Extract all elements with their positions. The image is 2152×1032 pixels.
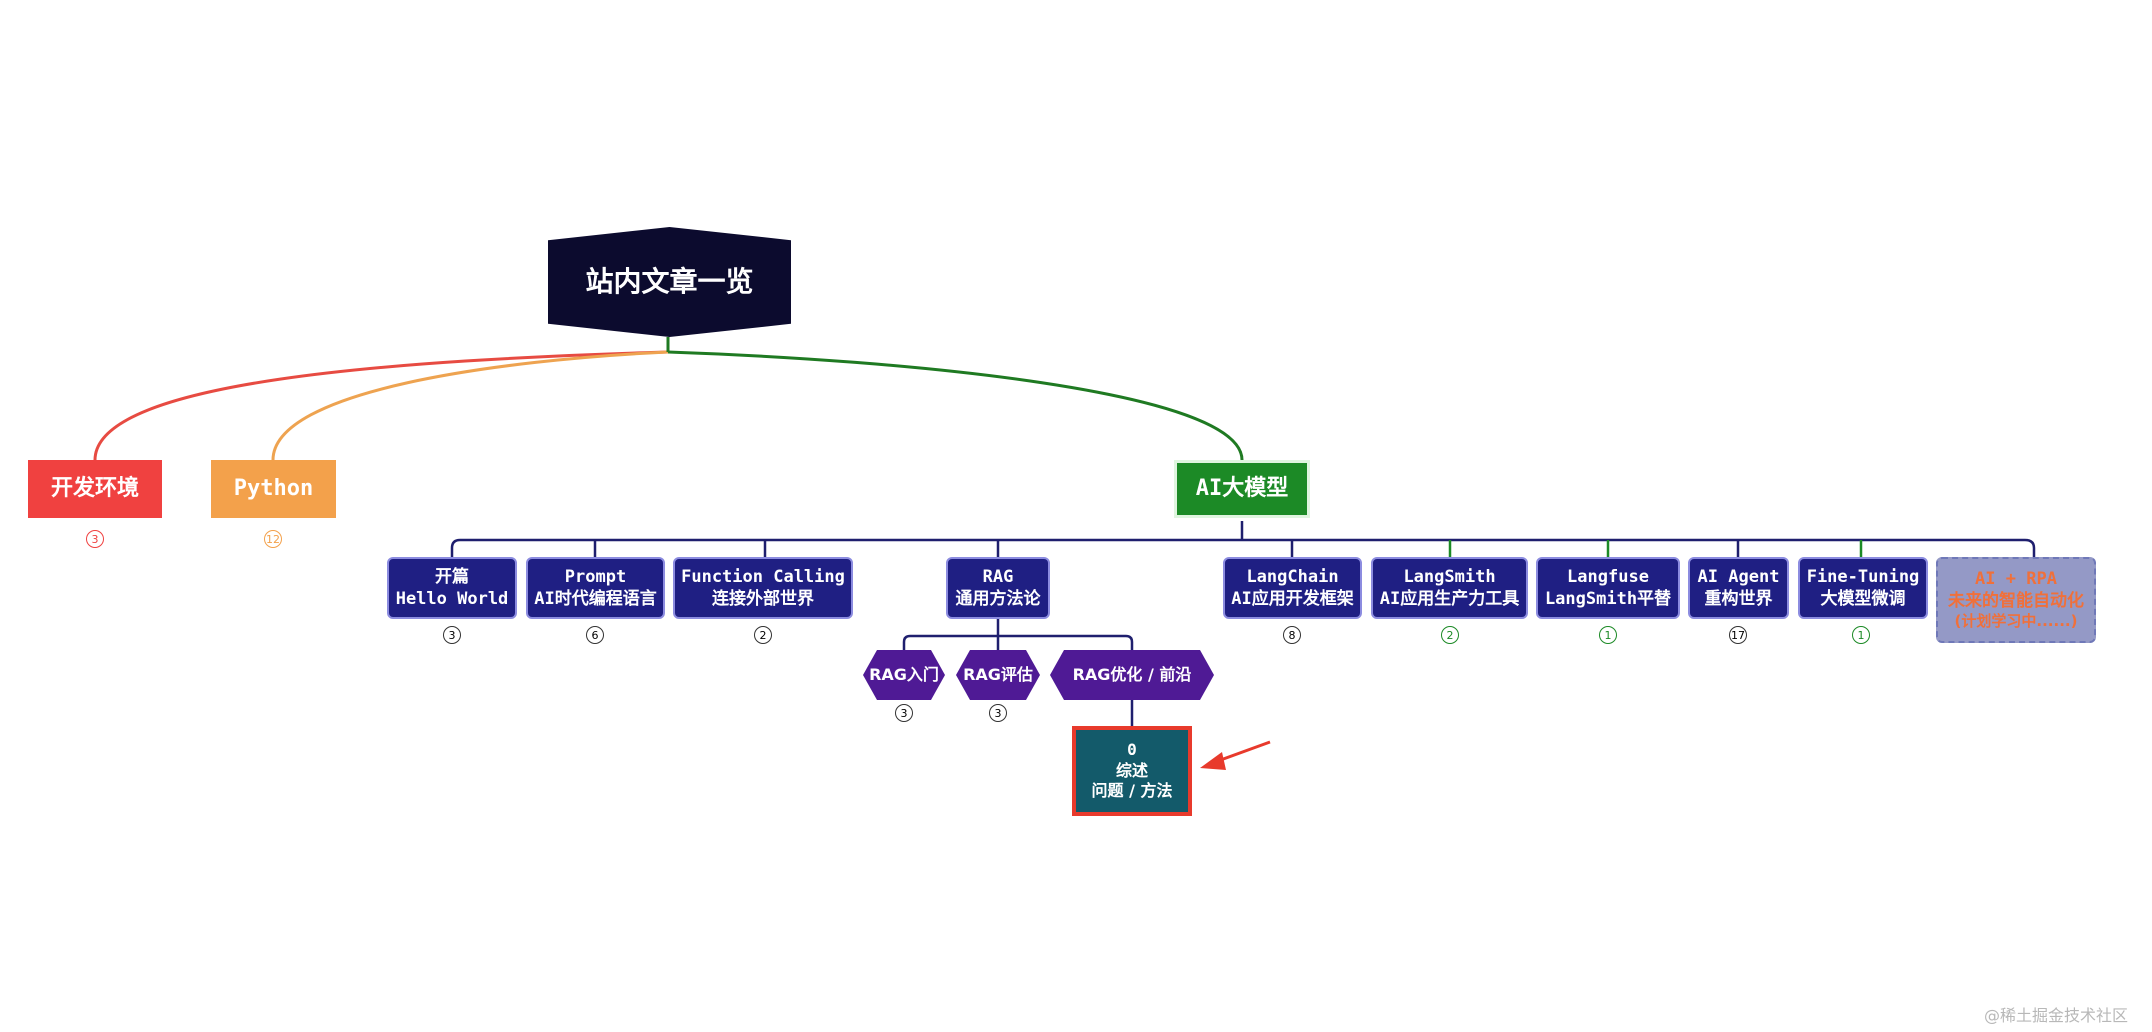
root-label: 站内文章一览 (585, 264, 754, 298)
node-rag-optimize[interactable]: RAG优化 / 前沿 (1050, 650, 1214, 700)
count-badge: 1 (1599, 626, 1617, 644)
count-badge: 2 (754, 626, 772, 644)
count-badge: 3 (895, 704, 913, 722)
node-rag-intro[interactable]: RAG入门 (863, 650, 945, 700)
count-badge: 2 (1441, 626, 1459, 644)
count-badge-dev: 3 (86, 530, 104, 548)
red-arrow-icon (1214, 740, 1271, 764)
count-badge-python: 12 (264, 530, 282, 548)
count-badge: 6 (586, 626, 604, 644)
node-dev-environment[interactable]: 开发环境 (28, 460, 168, 524)
node-rag-eval[interactable]: RAG评估 (956, 650, 1040, 700)
count-badge: 17 (1729, 626, 1747, 644)
watermark: @稀土掘金技术社区 (1983, 1006, 2128, 1025)
count-badge: 3 (443, 626, 461, 644)
python-label: Python (233, 475, 314, 501)
edge-root-python (271, 350, 669, 461)
node-ai-llm[interactable]: AI大模型 (1174, 460, 1313, 521)
edge-root-dev (93, 350, 669, 461)
root-node[interactable]: 站内文章一览 (548, 227, 791, 337)
count-badge: 1 (1852, 626, 1870, 644)
dev-label: 开发环境 (50, 475, 139, 501)
ai-label: AI大模型 (1195, 475, 1289, 501)
node-python[interactable]: Python (211, 460, 342, 524)
edge-root-ai (667, 350, 1244, 461)
count-badge: 8 (1283, 626, 1301, 644)
count-badge: 3 (989, 704, 1007, 722)
